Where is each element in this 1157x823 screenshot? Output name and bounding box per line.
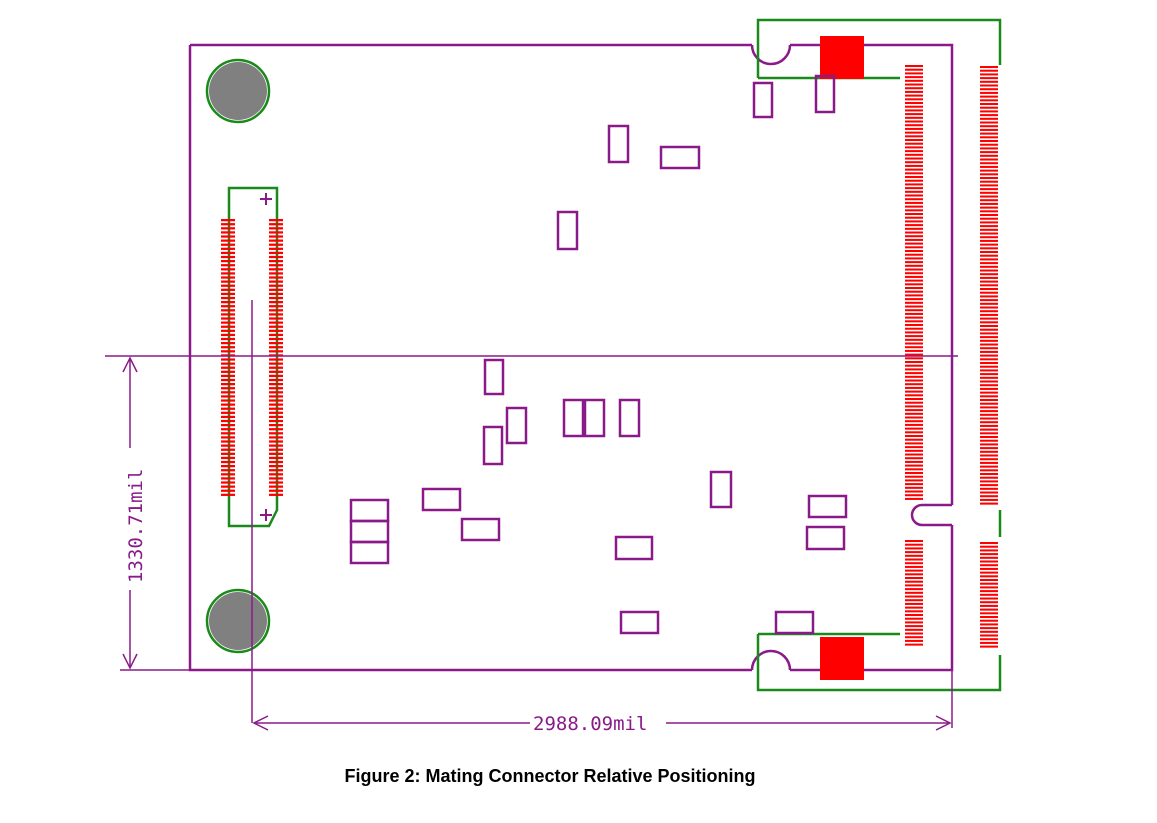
edge-pin-row-inner-upper [905,65,923,500]
component-outline [562,398,585,438]
latch-pad-bottom [820,637,864,680]
component-outline [807,494,848,519]
mount-hole-bottom-ring [205,588,271,654]
component-outline [618,398,641,438]
component-outline [460,517,501,542]
vertical-arrow-top [122,356,138,373]
component-outline [583,398,606,438]
mezz-pin-row-left [221,219,235,496]
component-outline [774,610,815,635]
notch-bottom [750,649,792,671]
horizontal-dimension-label: 2988.09mil [533,713,647,735]
horizontal-arrow-left [252,715,269,731]
component-outline [421,487,462,512]
component-outline [752,81,774,119]
component-outline [614,535,654,561]
component-outline [505,406,528,445]
horizontal-arrow-right [935,715,952,731]
component-outline [814,74,836,114]
component-outline [659,145,701,170]
component-outline [482,425,504,466]
component-outline [805,525,846,551]
latch-pad-top [820,36,864,79]
connector-outline-top [756,18,1002,80]
notch-top [750,44,792,66]
vertical-arrow-bottom [122,653,138,670]
slot-notch [910,503,952,527]
vertical-dimension-label: 1330.71mil [125,469,147,583]
component-outline [483,358,505,396]
mezz-pin-row-right [269,219,283,496]
component-outline [607,124,630,164]
edge-pin-row-inner-lower [905,540,923,646]
connector-outline-bottom [756,632,1002,692]
component-outline [349,540,390,565]
component-outline [709,470,733,509]
component-outline [349,519,390,544]
figure-caption: Figure 2: Mating Connector Relative Posi… [344,766,756,786]
edge-pin-row-outer-upper [980,66,998,505]
mount-hole-top-ring [205,58,271,124]
mount-hole-bottom [209,592,267,650]
cross-bottom [260,509,272,521]
edge-pin-row-outer-lower [980,542,998,648]
cross-top [260,193,272,205]
component-outline [619,610,660,635]
mount-hole-top [209,62,267,120]
component-outline [349,498,390,523]
component-outline [556,210,579,251]
board-outline [188,43,954,672]
